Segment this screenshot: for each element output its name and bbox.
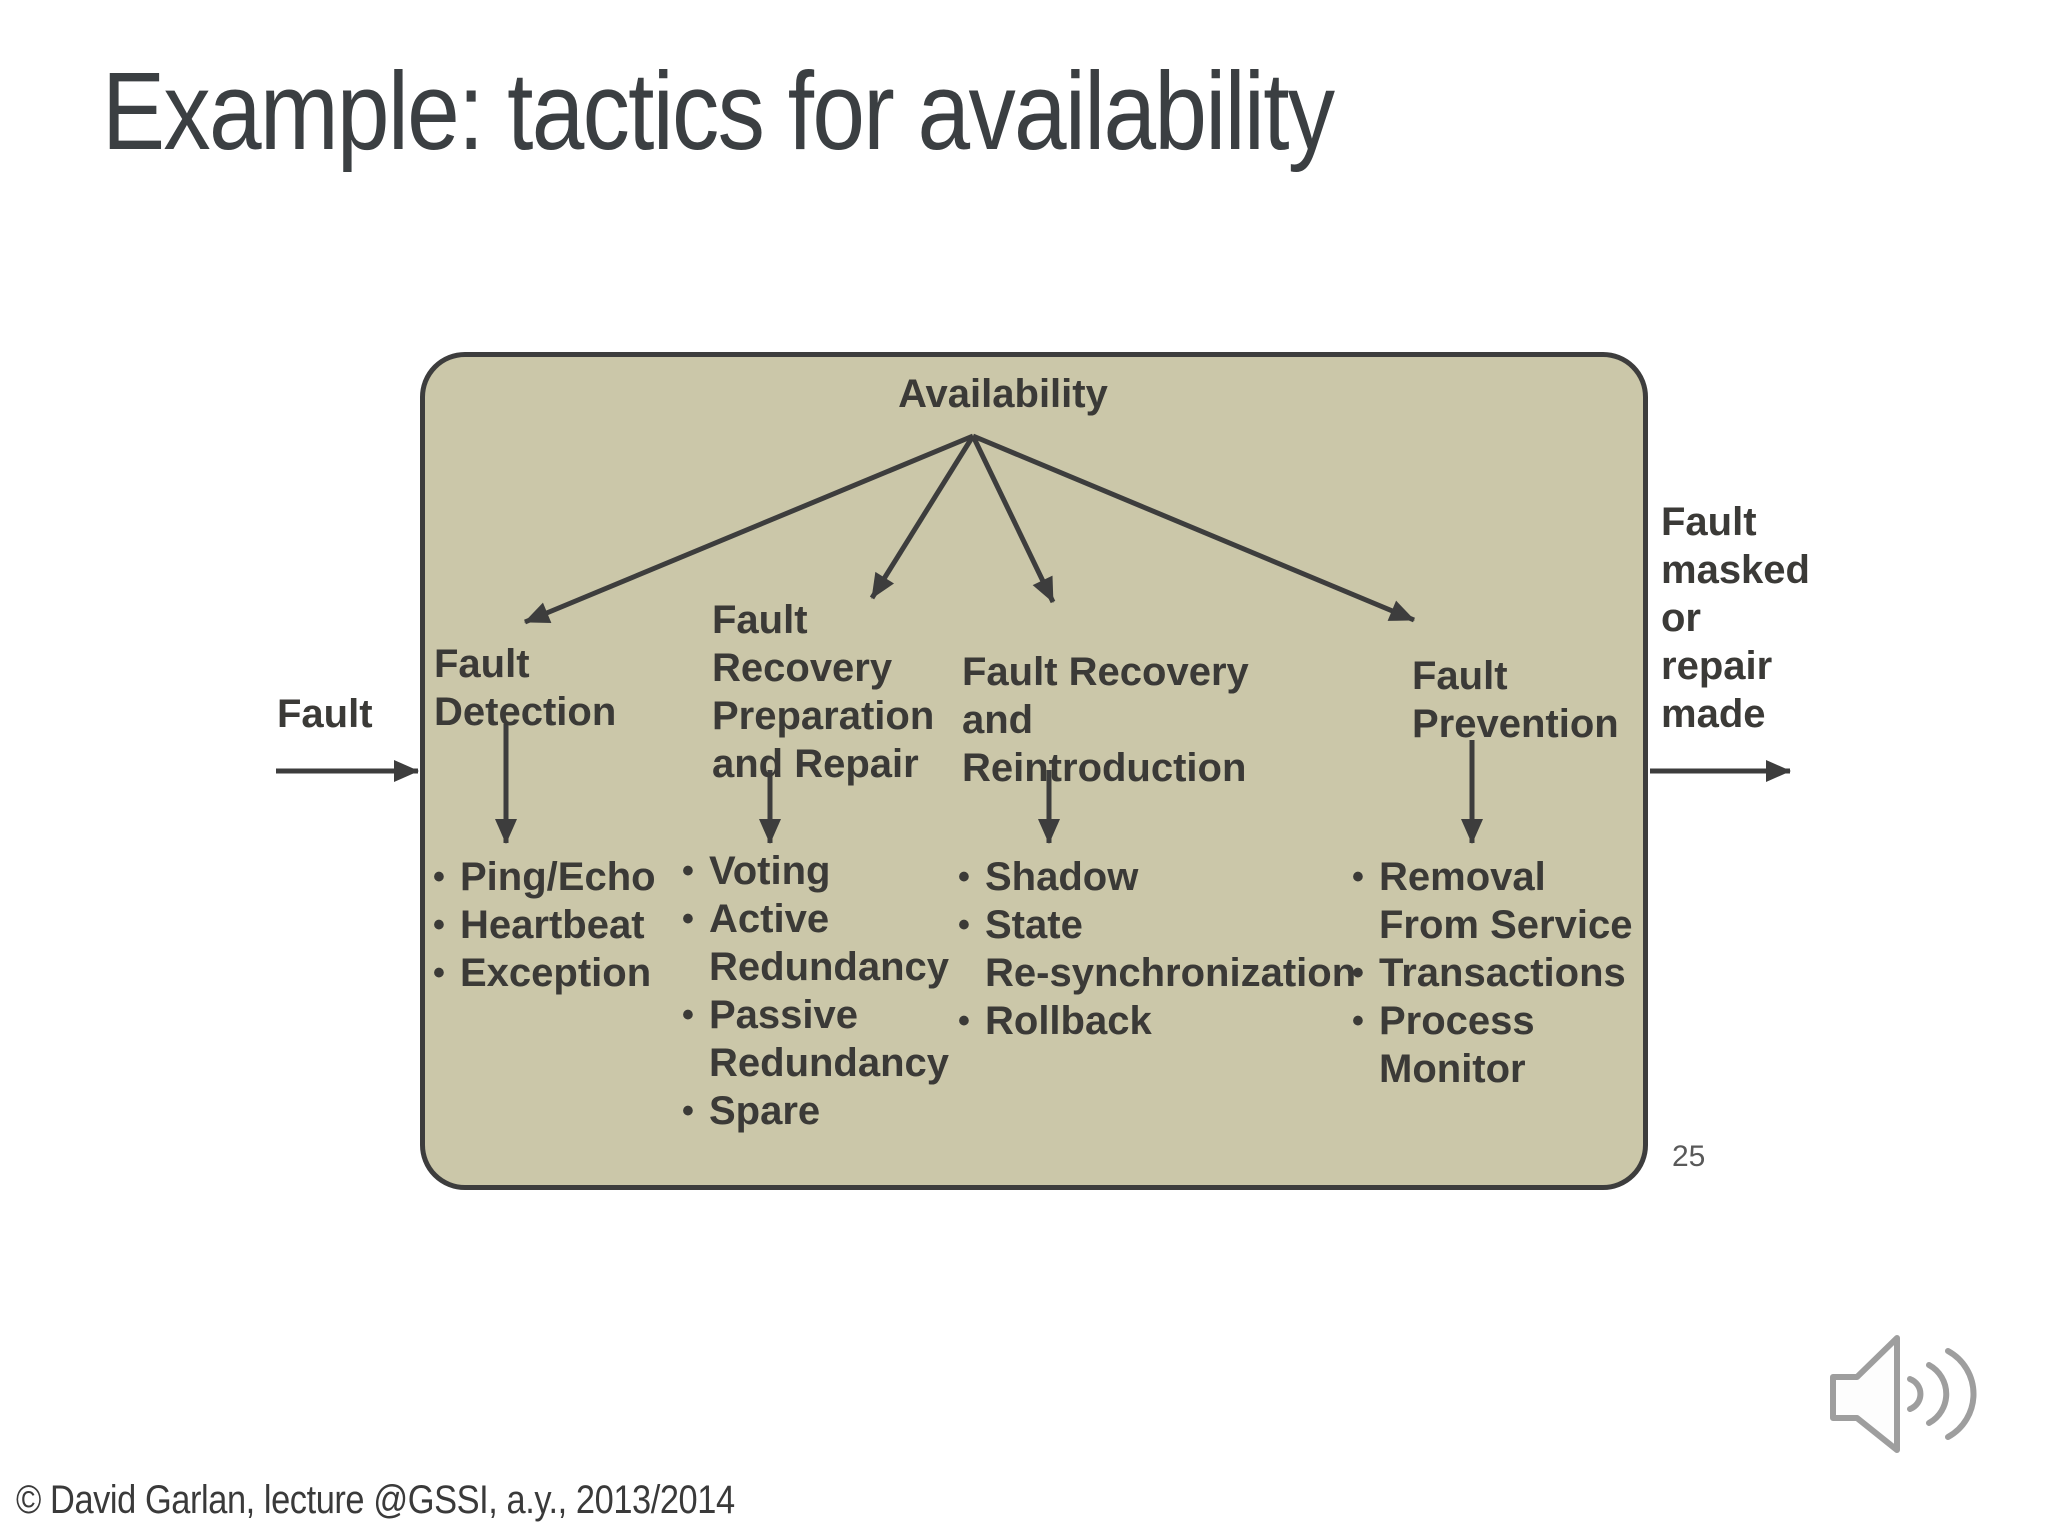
bullet-dot: • [958, 906, 970, 944]
tactic-label: State Re-synchronization [985, 903, 1357, 995]
slide-title: Example: tactics for availability [102, 50, 1335, 173]
availability-root-label: Availability [898, 372, 1108, 416]
list-item: • Removal From Service [1352, 853, 1632, 949]
list-item: • Passive Redundancy [682, 991, 949, 1087]
column-header-fault-recovery-preparation: Fault Recovery Preparation and Repair [712, 598, 935, 786]
column-header-fault-detection: Fault Detection [434, 642, 617, 734]
list-item: • Exception [433, 949, 656, 997]
footer-credit: © David Garlan, lecture @GSSI, a.y., 201… [16, 1478, 735, 1522]
bullet-dot: • [682, 852, 694, 890]
list-item: • Shadow [958, 853, 1356, 901]
tactic-label: Ping/Echo [460, 855, 656, 899]
bullet-dot: • [1352, 858, 1364, 896]
bullet-dot: • [682, 1092, 694, 1130]
list-item: • Spare [682, 1087, 949, 1135]
list-item: • Ping/Echo [433, 853, 656, 901]
bullet-dot: • [1352, 1002, 1364, 1040]
bullet-list-fault-recovery-preparation: • Voting • Active Redundancy • Passive R… [682, 847, 949, 1135]
bullet-list-fault-detection: • Ping/Echo • Heartbeat • Exception [433, 853, 656, 997]
speaker-cone [1830, 1335, 1900, 1453]
bullet-list-fault-prevention: • Removal From Service • Transactions • … [1352, 853, 1632, 1093]
bullet-dot: • [433, 858, 445, 896]
tactic-label: Removal From Service [1379, 855, 1633, 947]
bullet-dot: • [682, 996, 694, 1034]
bullet-dot: • [682, 900, 694, 938]
list-item: • Active Redundancy [682, 895, 949, 991]
tactic-label: Process Monitor [1379, 999, 1535, 1091]
page-number: 25 [1672, 1140, 1706, 1173]
bullet-dot: • [433, 954, 445, 992]
tactic-label: Spare [709, 1089, 821, 1133]
column-header-fault-prevention: Fault Prevention [1412, 654, 1619, 746]
speaker-audio-icon[interactable] [1826, 1328, 1996, 1464]
tactic-label: Voting [709, 849, 831, 893]
fault-input-label: Fault [277, 692, 373, 736]
list-item: • Voting [682, 847, 949, 895]
fault-output-label: Fault masked or repair made [1661, 500, 1810, 736]
bullet-dot: • [1352, 954, 1364, 992]
list-item: • Rollback [958, 997, 1356, 1045]
tactic-label: Rollback [985, 999, 1152, 1043]
column-header-fault-recovery-reintroduction: Fault Recovery and Reintroduction [962, 650, 1249, 790]
tactic-label: Exception [460, 951, 652, 995]
list-item: • Heartbeat [433, 901, 656, 949]
list-item: • State Re-synchronization [958, 901, 1356, 997]
sound-wave-large [1945, 1348, 1977, 1440]
sound-wave-small [1907, 1376, 1924, 1412]
sound-wave-medium [1926, 1362, 1950, 1426]
bullet-list-fault-recovery-reintroduction: • Shadow • State Re-synchronization • Ro… [958, 853, 1356, 1045]
tactic-label: Active Redundancy [709, 897, 950, 989]
list-item: • Process Monitor [1352, 997, 1632, 1093]
tactic-label: Passive Redundancy [709, 993, 950, 1085]
list-item: • Transactions [1352, 949, 1632, 997]
bullet-dot: • [433, 906, 445, 944]
tactic-label: Shadow [985, 855, 1139, 899]
tactic-label: Heartbeat [460, 903, 645, 947]
tactic-label: Transactions [1379, 951, 1626, 995]
bullet-dot: • [958, 1002, 970, 1040]
bullet-dot: • [958, 858, 970, 896]
